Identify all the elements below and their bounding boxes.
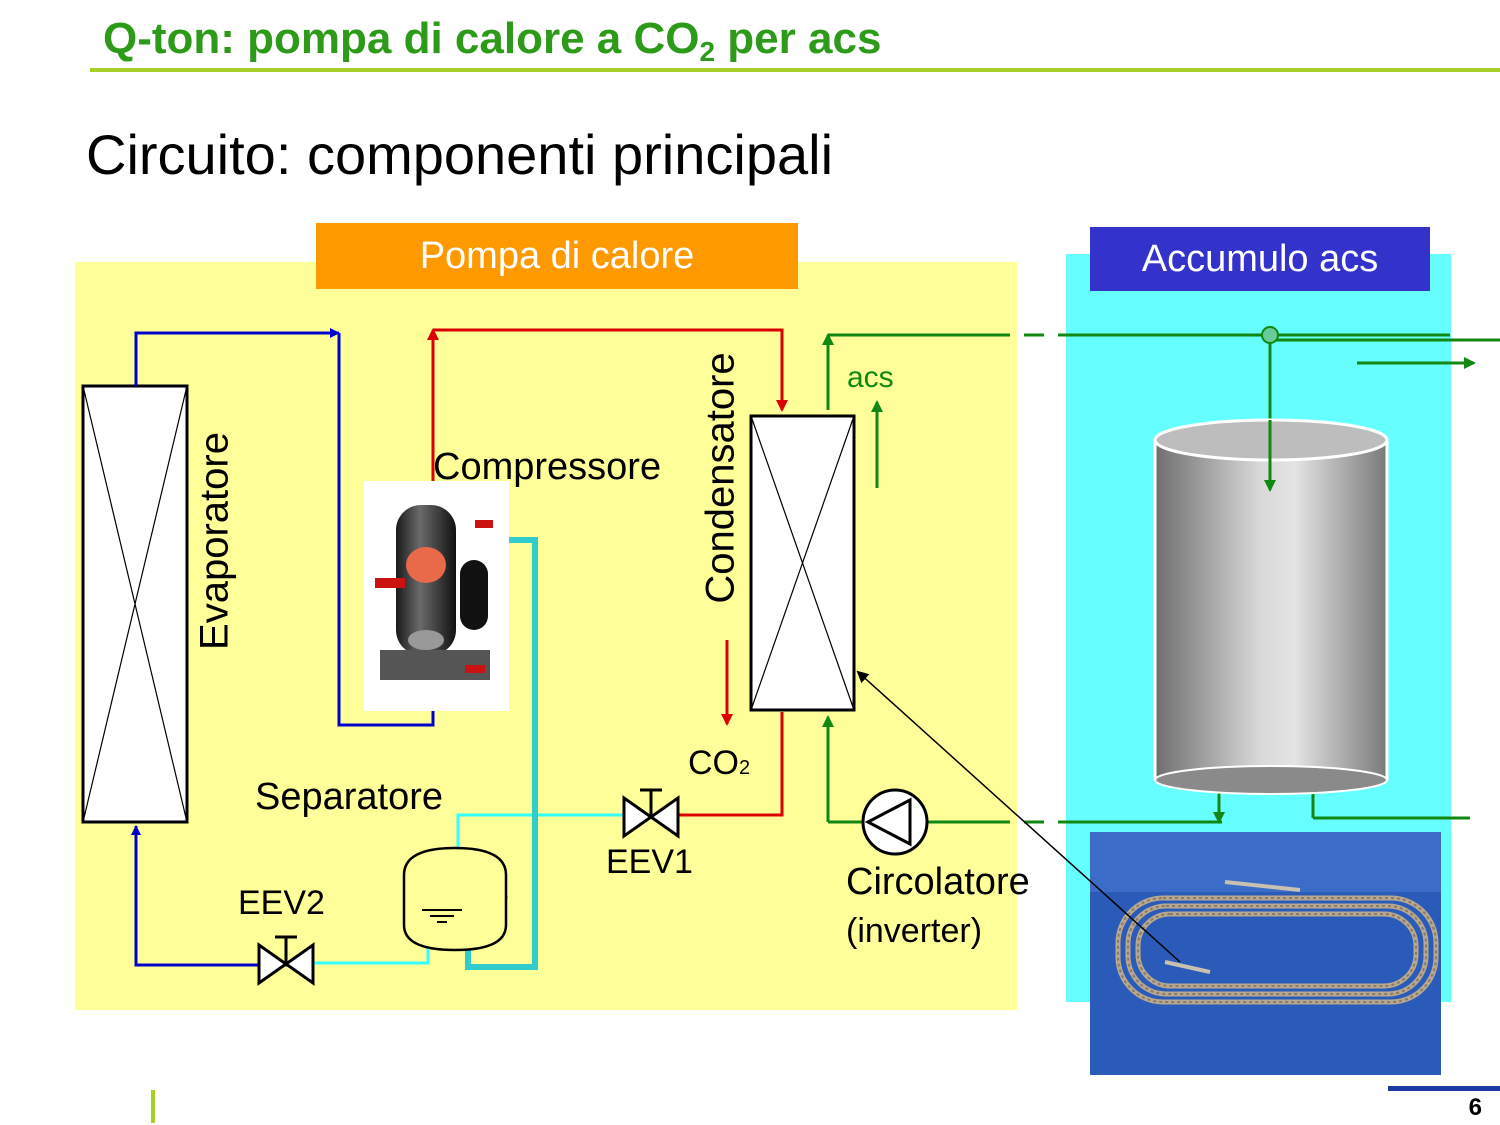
title-main: Q-ton: pompa di calore a CO <box>103 14 700 63</box>
title-subscript: 2 <box>699 36 716 67</box>
slide-title: Q-ton: pompa di calore a CO2 per acs <box>103 14 881 68</box>
water-pipes <box>822 333 1500 824</box>
storage-header: Accumulo acs <box>1090 227 1430 291</box>
eev1-valve <box>622 788 680 839</box>
slide-subtitle: Circuito: componenti principali <box>86 123 834 186</box>
coil-pointer-line <box>856 670 1181 963</box>
high-pressure-pipes <box>427 328 788 817</box>
circulator-label: Circolatore <box>846 861 1030 903</box>
junction-node <box>1261 326 1279 344</box>
co2-subscript: 2 <box>739 757 751 779</box>
title-underline <box>90 68 1500 72</box>
separator-label: Separatore <box>255 776 444 818</box>
eev2-label: EEV2 <box>238 884 325 922</box>
circulator-note: (inverter) <box>846 912 983 950</box>
coil-photo <box>1090 832 1441 1075</box>
evaporator-label: Evaporatore <box>192 432 237 650</box>
heat-pump-header: Pompa di calore <box>316 223 798 289</box>
compressor <box>364 481 509 711</box>
circulator-pump <box>861 788 929 856</box>
co2-label: CO2 <box>688 744 750 783</box>
evaporator <box>81 384 189 824</box>
compressor-label: Compressore <box>433 446 662 488</box>
eev1-label: EEV1 <box>606 843 693 881</box>
separator-vessel <box>402 846 508 952</box>
co2-main: CO <box>688 744 739 782</box>
page-number-rule <box>1388 1086 1500 1091</box>
footer-tick <box>151 1090 155 1123</box>
condenser <box>749 414 856 712</box>
page-number: 6 <box>1468 1094 1482 1121</box>
acs-label: acs <box>847 361 894 394</box>
heat-pump-panel <box>75 262 1017 1010</box>
storage-tank <box>1153 418 1389 795</box>
eev2-valve <box>257 935 315 986</box>
title-tail: per acs <box>715 14 882 63</box>
condenser-label: Condensatore <box>698 352 743 604</box>
